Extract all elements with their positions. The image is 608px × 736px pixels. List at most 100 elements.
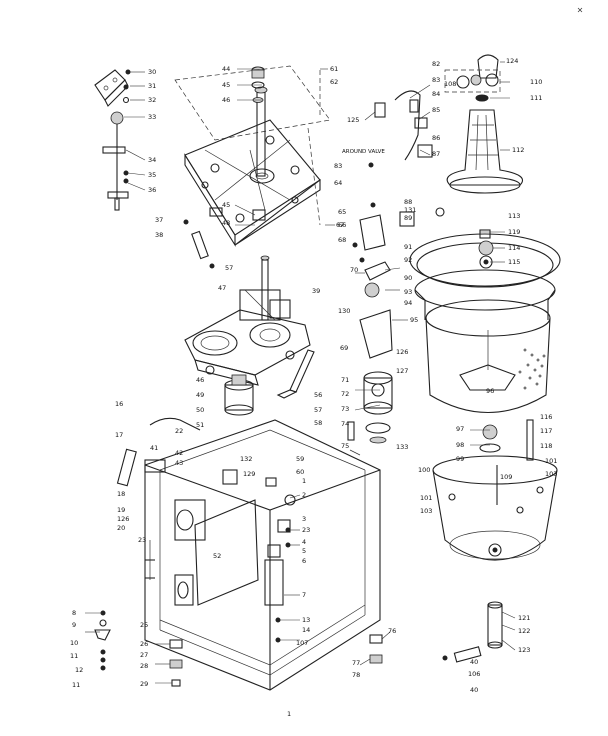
callout-96: 96 xyxy=(486,387,494,395)
callout-26: 26 xyxy=(140,640,148,648)
callout-10: 10 xyxy=(70,639,78,647)
callout-122: 122 xyxy=(518,627,530,635)
callout-131: 131 xyxy=(404,206,416,214)
callout-86: 86 xyxy=(432,134,440,142)
callout-48: 48 xyxy=(222,219,230,227)
callout-32: 32 xyxy=(148,96,156,104)
callout-56: 56 xyxy=(314,391,322,399)
callout-75: 75 xyxy=(341,442,349,450)
callout-94: 94 xyxy=(404,299,412,307)
callout-118: 118 xyxy=(540,442,552,450)
callout-4: 4 xyxy=(302,538,306,546)
callout-115: 115 xyxy=(508,258,520,266)
callout-58: 58 xyxy=(314,419,322,427)
callout-83: 83 xyxy=(432,76,440,84)
callout-121: 121 xyxy=(518,614,530,622)
callout-89: 89 xyxy=(404,214,412,222)
callout-11: 11 xyxy=(70,652,78,660)
cabinet-frame xyxy=(116,417,383,691)
callout-36: 36 xyxy=(148,186,156,194)
leveling-leg-group xyxy=(94,610,111,671)
callout-76: 76 xyxy=(388,627,396,635)
lid-switch-bracket-group xyxy=(94,69,215,269)
callout-43: 43 xyxy=(175,459,183,467)
callout-22: 22 xyxy=(175,427,183,435)
callout-99: 99 xyxy=(456,455,464,463)
callout-130: 130 xyxy=(338,307,350,315)
transmission-gearcase xyxy=(184,255,315,416)
callout-17: 17 xyxy=(115,431,123,439)
callout-127: 127 xyxy=(396,367,408,375)
callout-13: 13 xyxy=(302,616,310,624)
callout-11b: 11 xyxy=(72,681,80,689)
callout-126b: 126 xyxy=(396,348,408,356)
callout-7: 7 xyxy=(302,591,306,599)
callout-9: 9 xyxy=(72,621,76,629)
callout-52: 52 xyxy=(213,552,221,560)
callout-40b: 40 xyxy=(470,686,478,694)
callout-125: 125 xyxy=(347,116,359,124)
callout-38: 38 xyxy=(155,231,163,239)
callout-103b: 103 xyxy=(545,470,557,478)
callout-42: 42 xyxy=(175,449,183,457)
callout-18: 18 xyxy=(117,490,125,498)
callout-133: 133 xyxy=(396,443,408,451)
callout-70: 70 xyxy=(350,266,358,274)
callout-110: 110 xyxy=(530,78,542,86)
callout-41: 41 xyxy=(150,444,158,452)
callout-29: 29 xyxy=(140,680,148,688)
callout-2: 2 xyxy=(302,491,306,499)
callout-113: 113 xyxy=(508,212,520,220)
callout-109: 109 xyxy=(500,473,512,481)
callout-90: 90 xyxy=(404,274,412,282)
callout-84: 84 xyxy=(432,90,440,98)
callout-67: 67 xyxy=(336,221,344,229)
callout-126: 126 xyxy=(117,515,129,523)
callout-57: 57 xyxy=(225,264,233,272)
callout-101b: 101 xyxy=(545,457,557,465)
callout-20: 20 xyxy=(117,524,125,532)
callout-91: 91 xyxy=(404,243,412,251)
callout-95: 95 xyxy=(410,316,418,324)
callout-47: 47 xyxy=(218,284,226,292)
callout-57b: 57 xyxy=(314,406,322,414)
callout-123: 123 xyxy=(518,646,530,654)
callout-78: 78 xyxy=(352,671,360,679)
callout-60: 60 xyxy=(296,468,304,476)
callout-12: 12 xyxy=(75,666,83,674)
corner-mark xyxy=(577,7,583,13)
callout-45b: 45 xyxy=(222,201,230,209)
callout-45: 45 xyxy=(222,81,230,89)
tub-ring-and-basket xyxy=(409,229,561,414)
motor-pump-subassembly xyxy=(347,90,445,456)
footer-mark: 1 xyxy=(287,710,291,718)
callout-35: 35 xyxy=(148,171,156,179)
callout-107: 107 xyxy=(296,639,308,647)
callout-106: 106 xyxy=(468,670,480,678)
callout-74: 74 xyxy=(341,420,349,428)
agitator-assembly xyxy=(444,54,524,194)
callout-23: 23 xyxy=(138,536,146,544)
callout-46: 46 xyxy=(222,96,230,104)
callout-3: 3 xyxy=(302,515,306,523)
callout-30: 30 xyxy=(148,68,156,76)
callout-112: 112 xyxy=(512,146,524,154)
leader-lines xyxy=(85,61,516,684)
callout-124: 124 xyxy=(506,57,518,65)
callout-44: 44 xyxy=(222,65,230,73)
callout-77: 77 xyxy=(352,659,360,667)
callout-85: 85 xyxy=(432,106,440,114)
callout-108: 108 xyxy=(444,80,456,88)
callout-93: 93 xyxy=(404,288,412,296)
callout-82: 82 xyxy=(432,60,440,68)
callout-72: 72 xyxy=(341,390,349,398)
callout-59: 59 xyxy=(296,455,304,463)
callout-1: 1 xyxy=(302,477,306,485)
callout-103: 103 xyxy=(420,507,432,515)
callout-37: 37 xyxy=(155,216,163,224)
callout-62: 62 xyxy=(330,78,338,86)
callout-39: 39 xyxy=(312,287,320,295)
callout-64: 64 xyxy=(334,179,342,187)
callout-83b: 83 xyxy=(334,162,342,170)
callout-65: 65 xyxy=(338,208,346,216)
